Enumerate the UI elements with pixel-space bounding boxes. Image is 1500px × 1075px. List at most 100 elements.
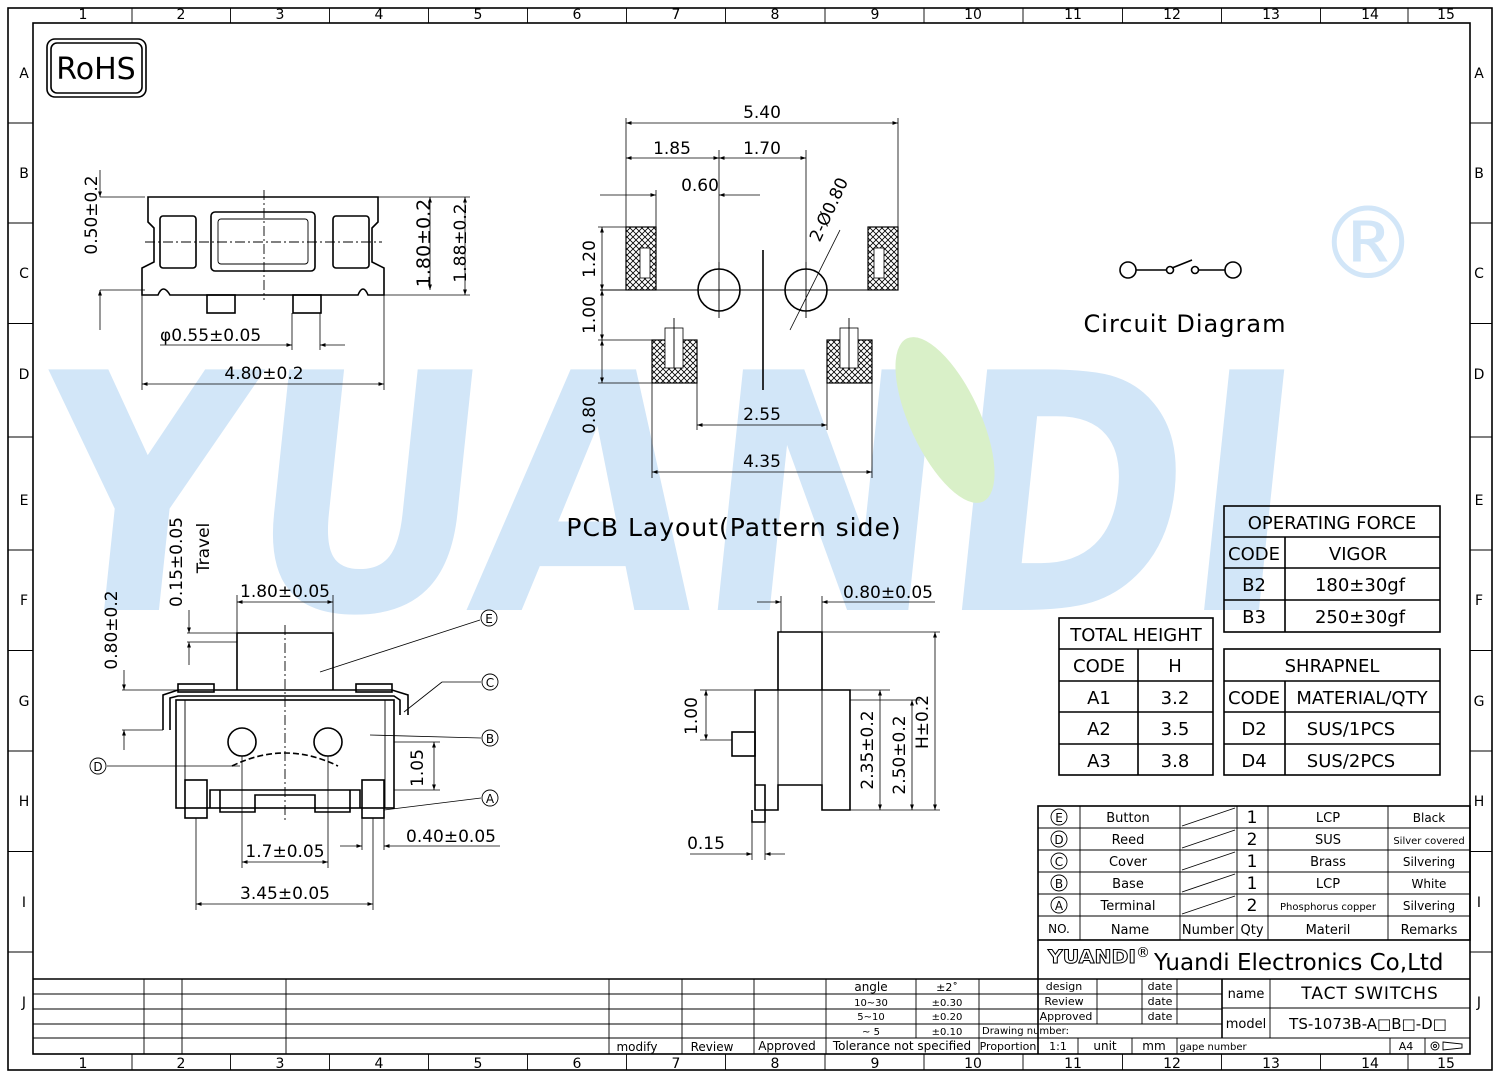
dim-180: 1.80±0.2	[413, 199, 435, 287]
tb-approved: Approved	[758, 1039, 816, 1053]
company-name: Yuandi Electronics Co,Ltd	[1153, 950, 1444, 976]
bom-h-qty: Qty	[1240, 923, 1263, 938]
dim-250: 2.50±0.2	[890, 715, 910, 794]
of-r1c0: B3	[1242, 607, 1266, 628]
bom-name: Base	[1112, 877, 1144, 892]
col-label-14: 14	[1361, 7, 1379, 23]
col-label-11: 11	[1064, 7, 1082, 23]
col-label-9: 9	[871, 7, 880, 23]
sh-title: SHRAPNEL	[1285, 656, 1380, 677]
col-label-10: 10	[964, 1056, 982, 1072]
dim-188: 1.88±0.2	[451, 203, 471, 282]
col-label-7: 7	[672, 1056, 681, 1072]
dim-front-180: 1.80±0.05	[240, 582, 330, 602]
pcb-title: PCB Layout(Pattern side)	[566, 513, 901, 542]
tb-angle-val: ±2˚	[936, 981, 958, 994]
col-label-13: 13	[1262, 7, 1280, 23]
th-r1c1: 3.5	[1161, 719, 1190, 740]
circuit-title: Circuit Diagram	[1084, 310, 1287, 338]
of-h1: VIGOR	[1329, 544, 1387, 565]
rohs-badge: RoHS	[46, 38, 147, 98]
tb-approved2: Approved	[1040, 1010, 1093, 1023]
row-label-C: C	[1474, 266, 1484, 282]
tb-design: design	[1046, 980, 1083, 993]
projection-symbol-icon	[1430, 1041, 1463, 1051]
travel-label: Travel	[194, 523, 214, 575]
row-label-J: J	[21, 995, 26, 1011]
bom-h-material: Materil	[1306, 923, 1351, 938]
bom-no: D	[1054, 833, 1063, 847]
bom-h-remarks: Remarks	[1401, 923, 1458, 938]
company-row: YUANDI ® Yuandi Electronics Co,Ltd	[1037, 940, 1444, 979]
row-label-E: E	[20, 493, 29, 509]
col-label-2: 2	[177, 7, 186, 23]
row-label-I: I	[22, 895, 26, 911]
callout-a: A	[486, 792, 495, 806]
bom-material: Brass	[1310, 855, 1346, 870]
bom-remarks: Black	[1413, 811, 1446, 825]
row-label-H: H	[19, 794, 30, 810]
company-logo-mark: ®	[1136, 945, 1150, 961]
bom-qty: 1	[1247, 808, 1258, 828]
dim-120: 1.20	[580, 240, 600, 278]
row-label-A: A	[19, 66, 29, 82]
tb-name-val: TACT SWITCHS	[1300, 984, 1439, 1004]
col-label-8: 8	[771, 7, 780, 23]
dim-235: 2.35±0.2	[858, 710, 878, 789]
col-label-13: 13	[1262, 1056, 1280, 1072]
th-r0c0: A1	[1087, 688, 1111, 709]
tb-date-1: date	[1148, 980, 1173, 993]
dim-540: 5.40	[743, 103, 781, 123]
callout-d: D	[93, 760, 102, 774]
of-h0: CODE	[1228, 544, 1280, 565]
th-r0c1: 3.2	[1161, 688, 1190, 709]
row-label-D: D	[1474, 367, 1485, 383]
th-r2c0: A3	[1087, 751, 1111, 772]
col-label-14: 14	[1361, 1056, 1379, 1072]
th-r2c1: 3.8	[1161, 751, 1190, 772]
dim-100: 1.00	[580, 296, 600, 334]
col-label-9: 9	[871, 1056, 880, 1072]
tb-tolerance: Tolerance not specified	[832, 1039, 971, 1053]
watermark-leaf	[895, 337, 995, 503]
dim-080: 0.80	[580, 396, 600, 434]
col-label-4: 4	[375, 7, 384, 23]
tb-tol-0-range: 10~30	[854, 998, 888, 1009]
bom-no: A	[1055, 899, 1064, 913]
bom-h-no: NO.	[1048, 922, 1070, 936]
col-label-15: 15	[1437, 7, 1455, 23]
dim-255: 2.55	[743, 405, 781, 425]
rohs-text: RoHS	[56, 52, 135, 87]
front-view: 0.80±0.2 0.15±0.05 Travel 1.80±0.05 1.05…	[89, 517, 500, 910]
dim-105: 1.05	[408, 749, 428, 787]
col-label-6: 6	[573, 1056, 582, 1072]
bom-name: Button	[1106, 811, 1150, 826]
tb-review2: Review	[1044, 995, 1083, 1008]
of-title: OPERATING FORCE	[1248, 513, 1417, 534]
tb-drawing-number: Drawing number:	[982, 1026, 1069, 1037]
of-r1c1: 250±30gf	[1315, 607, 1406, 628]
row-label-B: B	[19, 166, 29, 182]
dim-060: 0.60	[681, 176, 719, 196]
bom-remarks: White	[1412, 877, 1447, 891]
shrapnel-table: SHRAPNEL CODE MATERIAL/QTY D2 SUS/1PCS D…	[1223, 648, 1441, 776]
row-label-J: J	[1476, 995, 1481, 1011]
sh-r0c1: SUS/1PCS	[1307, 719, 1395, 740]
tb-proportion-val: 1:1	[1049, 1040, 1067, 1053]
dim-hole: 2-Ø0.80	[806, 175, 853, 245]
row-label-F: F	[1475, 593, 1483, 609]
col-label-5: 5	[474, 7, 483, 23]
row-label-D: D	[19, 367, 30, 383]
tb-model-val: TS-1073B-A□B□-D□	[1288, 1015, 1447, 1033]
row-label-A: A	[1474, 66, 1484, 82]
callout-e: E	[485, 612, 493, 626]
bom-no-circle	[1050, 808, 1068, 826]
col-label-15: 15	[1437, 1056, 1455, 1072]
bom-material: LCP	[1316, 811, 1340, 826]
watermark: YUANDI ®	[13, 185, 1418, 689]
dim-015: 0.15	[687, 834, 725, 854]
dim-435: 4.35	[743, 452, 781, 472]
